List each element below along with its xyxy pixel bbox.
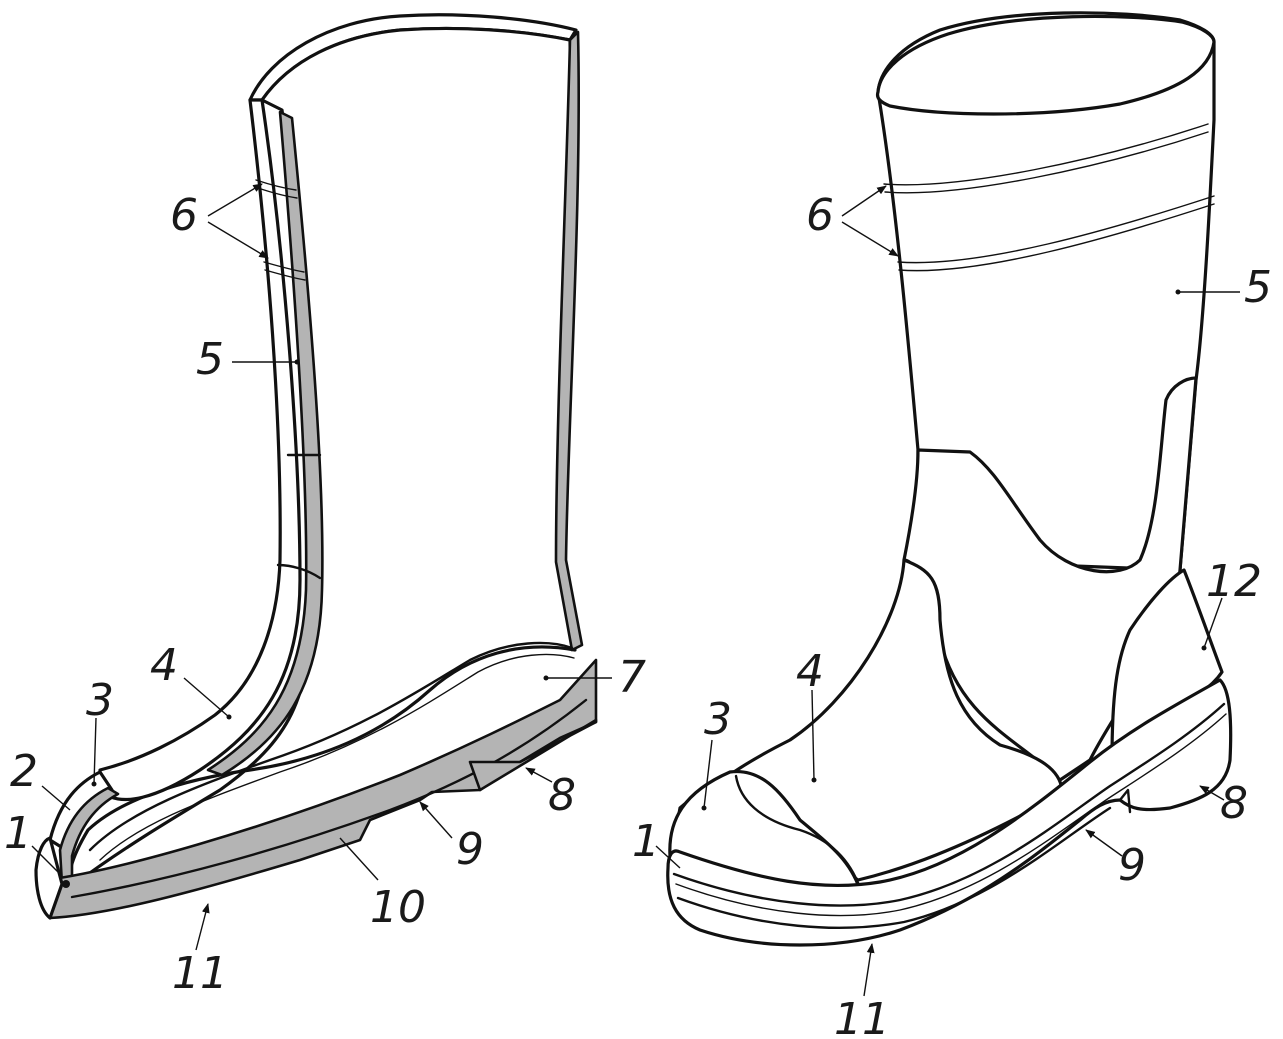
label-right-9: 9 (1118, 840, 1146, 891)
leader-right-3 (703, 739, 713, 809)
label-left-2: 2 (10, 746, 38, 797)
label-right-4: 4 (796, 646, 824, 697)
leader-right-6a (841, 185, 887, 217)
right-leaders (655, 185, 1240, 997)
left-boot-sole-core (70, 698, 588, 899)
leader-left-3 (93, 717, 97, 785)
leader-right-8 (1199, 785, 1225, 801)
left-leaders (31, 183, 612, 951)
label-left-9: 9 (456, 824, 484, 875)
leader-left-6b (207, 221, 269, 259)
leader-left-4 (183, 677, 230, 718)
leader-right-4 (811, 689, 815, 781)
label-right-5: 5 (1244, 262, 1272, 313)
right-boot-outsole-top (676, 806, 1112, 929)
label-left-4: 4 (150, 640, 178, 691)
leader-left-2 (41, 785, 71, 811)
right-boot-shaft (876, 11, 1216, 572)
right-boot-exterior (666, 11, 1233, 947)
leader-left-6a (207, 183, 263, 217)
left-boot-band-4 (264, 269, 306, 281)
leader-right-1 (655, 845, 681, 869)
label-right-11: 11 (834, 994, 890, 1039)
leader-left-9 (419, 801, 453, 839)
leader-left-1 (31, 845, 61, 875)
left-boot-band-1 (255, 179, 297, 191)
right-boot-band-4 (898, 203, 1215, 272)
right-boot-heel-step (1118, 788, 1132, 814)
leader-left-11 (195, 903, 210, 951)
label-left-8: 8 (548, 770, 576, 821)
label-right-3: 3 (704, 694, 732, 745)
left-boot-seam-4 (276, 563, 322, 580)
left-boot-front-strip (554, 30, 584, 652)
right-boot-welt-top (672, 702, 1226, 907)
left-boot-rear-wall (98, 98, 302, 801)
right-boot-sole (666, 678, 1233, 947)
left-boot-insole-edge-2 (99, 653, 575, 861)
leader-right-6b (841, 221, 899, 257)
leader-right-9 (1085, 829, 1123, 857)
left-boot-band-3 (263, 261, 305, 273)
right-boot-toe-cap-line (734, 774, 862, 890)
left-boot-sole (44, 658, 598, 920)
left-boot-insole-edge (88, 641, 574, 852)
label-left-3: 3 (86, 675, 114, 726)
left-boot-section (34, 13, 598, 920)
right-boot-band-1 (883, 123, 1209, 186)
left-boot-heel (468, 718, 598, 792)
label-left-6: 6 (170, 190, 198, 241)
label-right-1: 1 (632, 816, 660, 867)
right-boot-band-3 (897, 195, 1215, 264)
label-left-11: 11 (172, 948, 228, 999)
leader-right-12 (1203, 597, 1223, 649)
label-left-7: 7 (618, 652, 646, 703)
label-right-6: 6 (806, 190, 834, 241)
reference-numerals: 6 5 4 3 2 1 7 8 9 10 11 6 5 12 4 3 1 8 9… (4, 190, 1272, 1039)
leader-left-10 (339, 837, 379, 881)
label-right-12: 12 (1206, 556, 1262, 607)
left-boot-point-1 (62, 880, 70, 888)
right-boot-band-2 (884, 131, 1209, 194)
right-boot-welt-line (675, 713, 1227, 917)
leader-right-11 (863, 943, 875, 997)
leader-left-8 (525, 767, 553, 783)
label-left-1: 1 (4, 808, 32, 859)
label-right-8: 8 (1220, 778, 1248, 829)
label-left-10: 10 (370, 882, 426, 933)
label-left-5: 5 (196, 334, 224, 385)
right-boot-rim (875, 14, 1216, 116)
